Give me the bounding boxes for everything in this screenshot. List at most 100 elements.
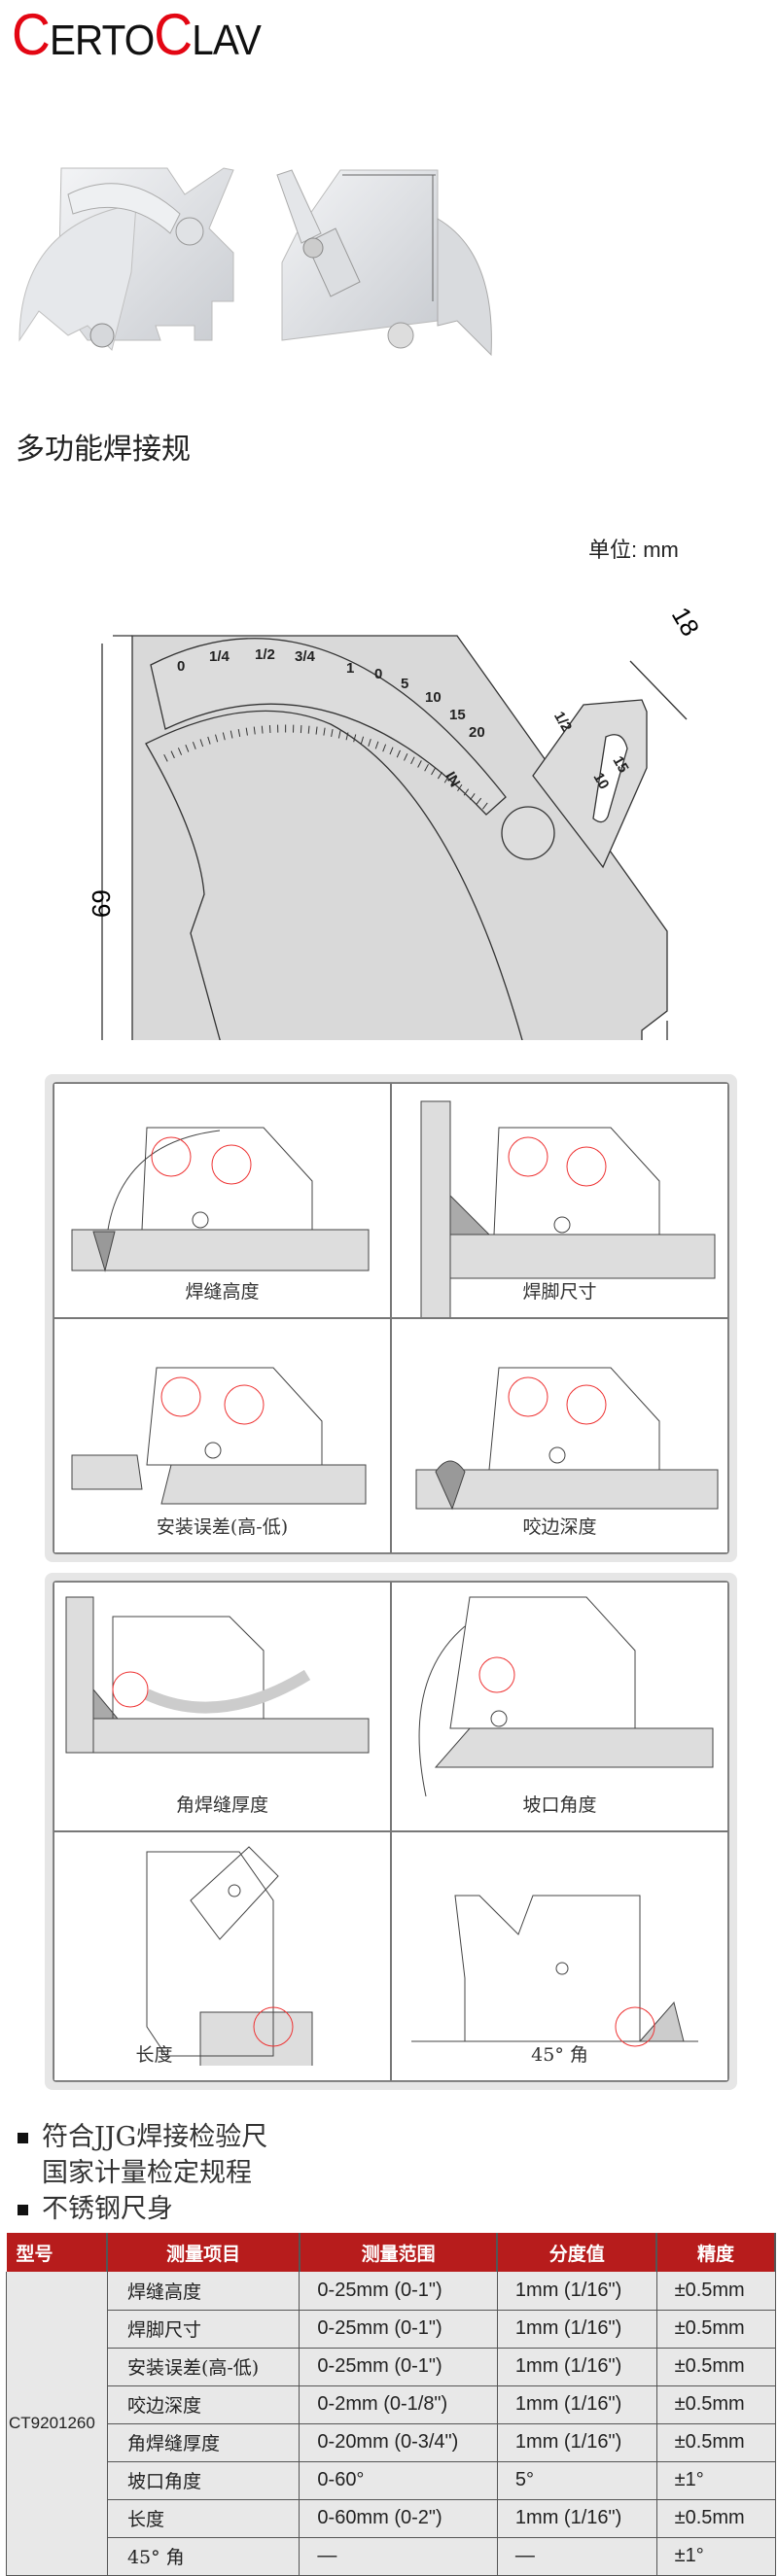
column-header: 分度值 — [497, 2233, 658, 2272]
usage-caption: 咬边深度 — [522, 1516, 597, 1538]
in-label: IN — [442, 769, 463, 789]
table-cell: 1mm (1/16") — [496, 2348, 657, 2386]
logo-letter: C — [12, 2, 51, 67]
scale-label: 20 — [469, 724, 485, 741]
usage-illustration — [415, 1367, 719, 1511]
usage-panel: 焊缝高度 — [53, 1083, 391, 1318]
brand-logo: CERTOCLAV — [12, 6, 262, 64]
table-cell: 1mm (1/16") — [496, 2310, 657, 2349]
table-cell: 0-25mm (0-1") — [299, 2272, 498, 2311]
usage-panel: 角焊缝厚度 — [53, 1582, 391, 1831]
table-cell: ±0.5mm — [655, 2499, 776, 2538]
table-cell: — — [496, 2537, 657, 2576]
usage-illustration — [71, 1367, 367, 1505]
column-header: 测量项目 — [107, 2233, 301, 2272]
usage-caption: 焊缝高度 — [185, 1281, 260, 1303]
table-row: 安装误差(高-低)0-25mm (0-1")1mm (1/16")±0.5mm — [7, 2348, 776, 2386]
table-cell: 0-20mm (0-3/4") — [299, 2423, 498, 2462]
usage-panel-group: 焊缝高度 焊脚尺寸 安装误差(高-低) 咬边深度 — [45, 1074, 737, 1562]
scale-label: 0 — [374, 666, 382, 682]
usage-panel: 咬边深度 — [391, 1318, 728, 1553]
usage-panel: 长度 — [53, 1831, 391, 2081]
usage-illustration — [71, 1127, 370, 1272]
dimension-diagram: 69 100 18 0 1/4 1/2 3/4 1 0 5 10 15 20 I… — [87, 602, 705, 1040]
table-cell: 0-2mm (0-1/8") — [299, 2385, 498, 2424]
table-cell: ±0.5mm — [655, 2423, 776, 2462]
usage-illustration — [65, 1596, 370, 1754]
usage-illustration — [418, 1596, 714, 1797]
table-cell: 0-25mm (0-1") — [299, 2310, 498, 2349]
usage-panel: 坡口角度 — [391, 1582, 728, 1831]
table-cell: 5° — [496, 2461, 657, 2500]
table-cell: 45° 角 — [106, 2537, 301, 2576]
unit-label: 单位: mm — [588, 538, 679, 562]
usage-caption: 坡口角度 — [522, 1794, 597, 1816]
bullet-icon — [18, 2133, 28, 2143]
feature-text: 不锈钢尺身 — [42, 2194, 173, 2224]
table-cell: 1mm (1/16") — [496, 2423, 657, 2462]
usage-panel: 焊脚尺寸 — [391, 1083, 728, 1318]
table-cell: 长度 — [106, 2499, 301, 2538]
table-cell: 焊缝高度 — [106, 2272, 301, 2311]
table-header-row: 型号 测量项目 测量范围 分度值 精度 — [6, 2233, 776, 2272]
usage-caption: 45° 角 — [531, 2044, 588, 2066]
table-cell: 0-60mm (0-2") — [299, 2499, 498, 2538]
bullet-icon — [18, 2205, 28, 2215]
usage-panel: 安装误差(高-低) — [53, 1318, 391, 1553]
table-cell: ±0.5mm — [655, 2348, 776, 2386]
table-cell: 坡口角度 — [106, 2461, 301, 2500]
logo-letter: C — [154, 2, 193, 67]
table-cell: — — [299, 2537, 498, 2576]
table-cell: 角焊缝厚度 — [106, 2423, 301, 2462]
scale-label: 5 — [401, 676, 408, 692]
scale-label: 15 — [610, 753, 632, 776]
table-cell: 0-60° — [299, 2461, 498, 2500]
scale-label: 1/4 — [209, 648, 230, 665]
table-cell: 焊脚尺寸 — [106, 2310, 301, 2349]
height-dimension: 69 — [87, 889, 116, 918]
scale-label: 1/2 — [255, 646, 275, 663]
feature-text: 符合JJG焊接检验尺 — [42, 2122, 268, 2152]
usage-caption: 长度 — [135, 2044, 173, 2066]
usage-caption: 焊脚尺寸 — [522, 1281, 597, 1303]
logo-text: LAV — [192, 17, 262, 64]
model-cell: CT9201260 — [6, 2272, 108, 2576]
table-cell: 0-25mm (0-1") — [299, 2348, 498, 2386]
usage-panel: 45° 角 — [391, 1831, 728, 2081]
table-cell: ±1° — [655, 2537, 776, 2576]
table-cell: 1mm (1/16") — [496, 2499, 657, 2538]
feature-text: 国家计量检定规程 — [42, 2158, 252, 2188]
scale-label: 1 — [346, 660, 354, 677]
feature-item: 不锈钢尺身 — [18, 2191, 267, 2227]
table-cell: 安装误差(高-低) — [106, 2348, 301, 2386]
usage-illustration — [411, 1895, 698, 2047]
table-cell: ±1° — [655, 2461, 776, 2500]
scale-label: 0 — [177, 658, 185, 675]
column-header: 测量范围 — [299, 2233, 499, 2272]
table-cell: ±0.5mm — [655, 2310, 776, 2349]
usage-panel-group: 角焊缝厚度 坡口角度 长度 45° 角 — [45, 1573, 737, 2090]
product-photo — [18, 167, 492, 357]
column-header: 型号 — [6, 2233, 109, 2272]
table-row: 45° 角——±1° — [7, 2537, 776, 2576]
arm-dimension: 18 — [666, 602, 705, 641]
feature-list: 符合JJG焊接检验尺 国家计量检定规程 不锈钢尺身 — [18, 2119, 267, 2227]
usage-illustration — [146, 1846, 313, 2066]
table-cell: 咬边深度 — [106, 2385, 301, 2424]
scale-label: 10 — [425, 689, 442, 706]
scale-label: 10 — [590, 770, 613, 792]
table-cell: ±0.5mm — [655, 2385, 776, 2424]
scale-label: 3/4 — [295, 648, 316, 665]
product-title: 多功能焊接规 — [16, 433, 191, 467]
usage-illustration — [420, 1100, 716, 1317]
logo-text: ERTO — [49, 17, 155, 64]
usage-caption: 角焊缝厚度 — [175, 1794, 268, 1816]
table-cell: 1mm (1/16") — [496, 2385, 657, 2424]
